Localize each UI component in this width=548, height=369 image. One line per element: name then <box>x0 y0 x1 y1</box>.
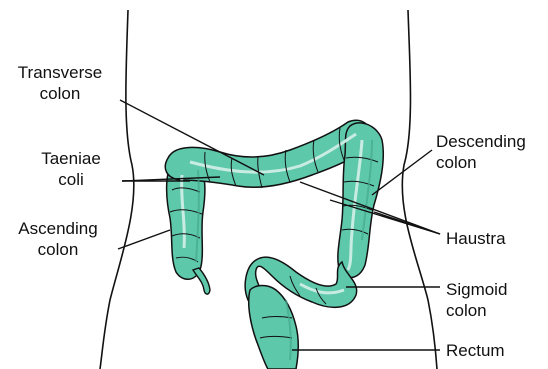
label-taeniae-coli-line1: Taeniae <box>28 148 114 169</box>
label-descending-colon: Descending colon <box>436 131 526 173</box>
colon <box>165 120 383 369</box>
label-descending-colon-line1: Descending <box>436 131 526 152</box>
label-transverse-colon-line1: Transverse <box>6 62 114 83</box>
label-ascending-colon: Ascending colon <box>6 218 110 260</box>
label-ascending-colon-line2: colon <box>6 239 110 260</box>
label-sigmoid-colon-line2: colon <box>446 300 507 321</box>
leader-haustra-c <box>374 212 440 234</box>
label-transverse-colon-line2: colon <box>6 83 114 104</box>
appendix <box>193 268 210 294</box>
label-sigmoid-colon: Sigmoid colon <box>446 279 507 321</box>
label-descending-colon-line2: colon <box>436 152 526 173</box>
label-sigmoid-colon-line1: Sigmoid <box>446 279 507 300</box>
label-rectum-line1: Rectum <box>446 340 505 361</box>
label-taeniae-coli: Taeniae coli <box>28 148 114 190</box>
label-haustra-line1: Haustra <box>446 228 506 249</box>
label-haustra: Haustra <box>446 228 506 249</box>
label-rectum: Rectum <box>446 340 505 361</box>
label-taeniae-coli-line2: coli <box>28 169 114 190</box>
label-ascending-colon-line1: Ascending <box>6 218 110 239</box>
transverse-colon <box>165 120 369 187</box>
label-transverse-colon: Transverse colon <box>6 62 114 104</box>
body-outline-right <box>402 10 437 369</box>
